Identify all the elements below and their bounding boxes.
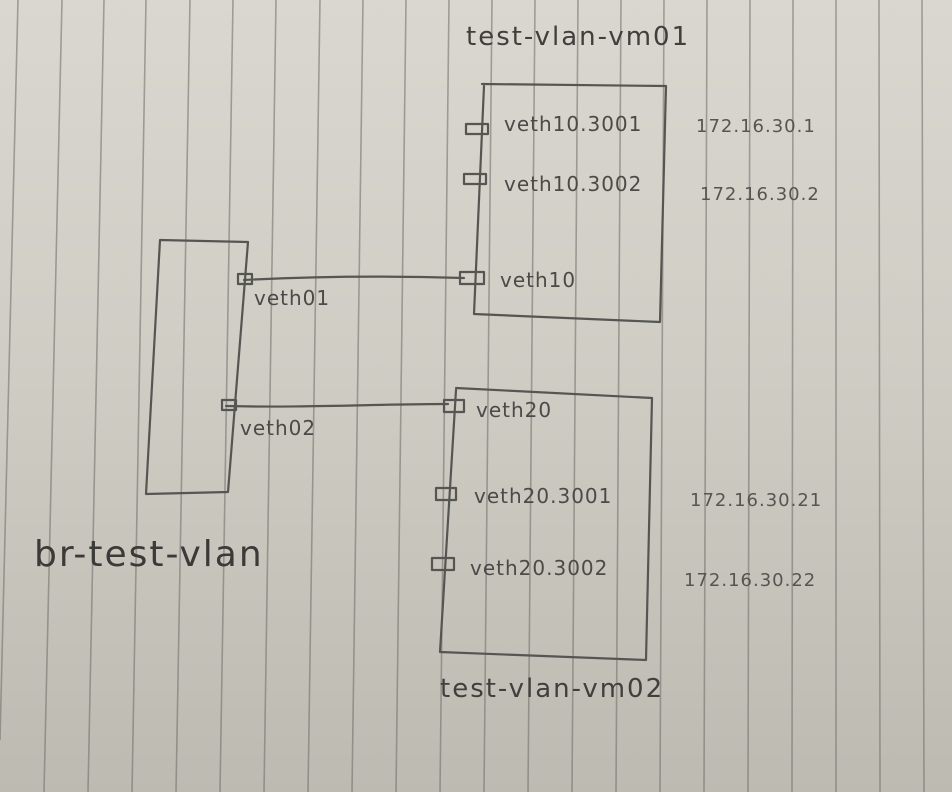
port-veth10-3002-icon xyxy=(462,172,488,186)
vm02-title: test-vlan-vm02 xyxy=(440,674,665,704)
vm02-iface-label: veth20 xyxy=(476,398,553,422)
vm01-iface-label: veth10.3002 xyxy=(504,172,643,196)
port-veth10-icon xyxy=(458,270,486,286)
bridge-port-label: veth02 xyxy=(240,416,317,440)
link-veth02-veth20 xyxy=(224,402,450,408)
vm02-iface-label: veth20.3001 xyxy=(474,484,613,508)
vm01-box xyxy=(472,82,668,324)
vm01-iface-label: veth10.3001 xyxy=(504,112,643,136)
bridge-title: br-test-vlan xyxy=(34,534,264,575)
port-veth20-3002-icon xyxy=(430,556,456,572)
port-veth20-3001-icon xyxy=(434,486,458,502)
vm01-iface-label: veth10 xyxy=(500,268,577,292)
vm02-iface-label: veth20.3002 xyxy=(470,556,609,580)
vm01-iface-ip: 172.16.30.1 xyxy=(696,116,816,137)
bridge-port-label: veth01 xyxy=(254,286,331,310)
port-veth10-3001-icon xyxy=(464,122,490,136)
vm02-iface-ip: 172.16.30.22 xyxy=(684,570,817,591)
port-veth20-icon xyxy=(442,398,466,414)
port-veth02-icon xyxy=(220,398,238,412)
vm01-title: test-vlan-vm01 xyxy=(466,22,691,52)
vm01-iface-ip: 172.16.30.2 xyxy=(700,184,820,205)
link-veth01-veth10 xyxy=(242,275,466,282)
vm02-iface-ip: 172.16.30.21 xyxy=(690,490,823,511)
bridge-box xyxy=(144,238,250,496)
port-veth01-icon xyxy=(236,272,254,286)
vm02-box xyxy=(438,386,654,662)
ruled-lines xyxy=(0,0,925,792)
